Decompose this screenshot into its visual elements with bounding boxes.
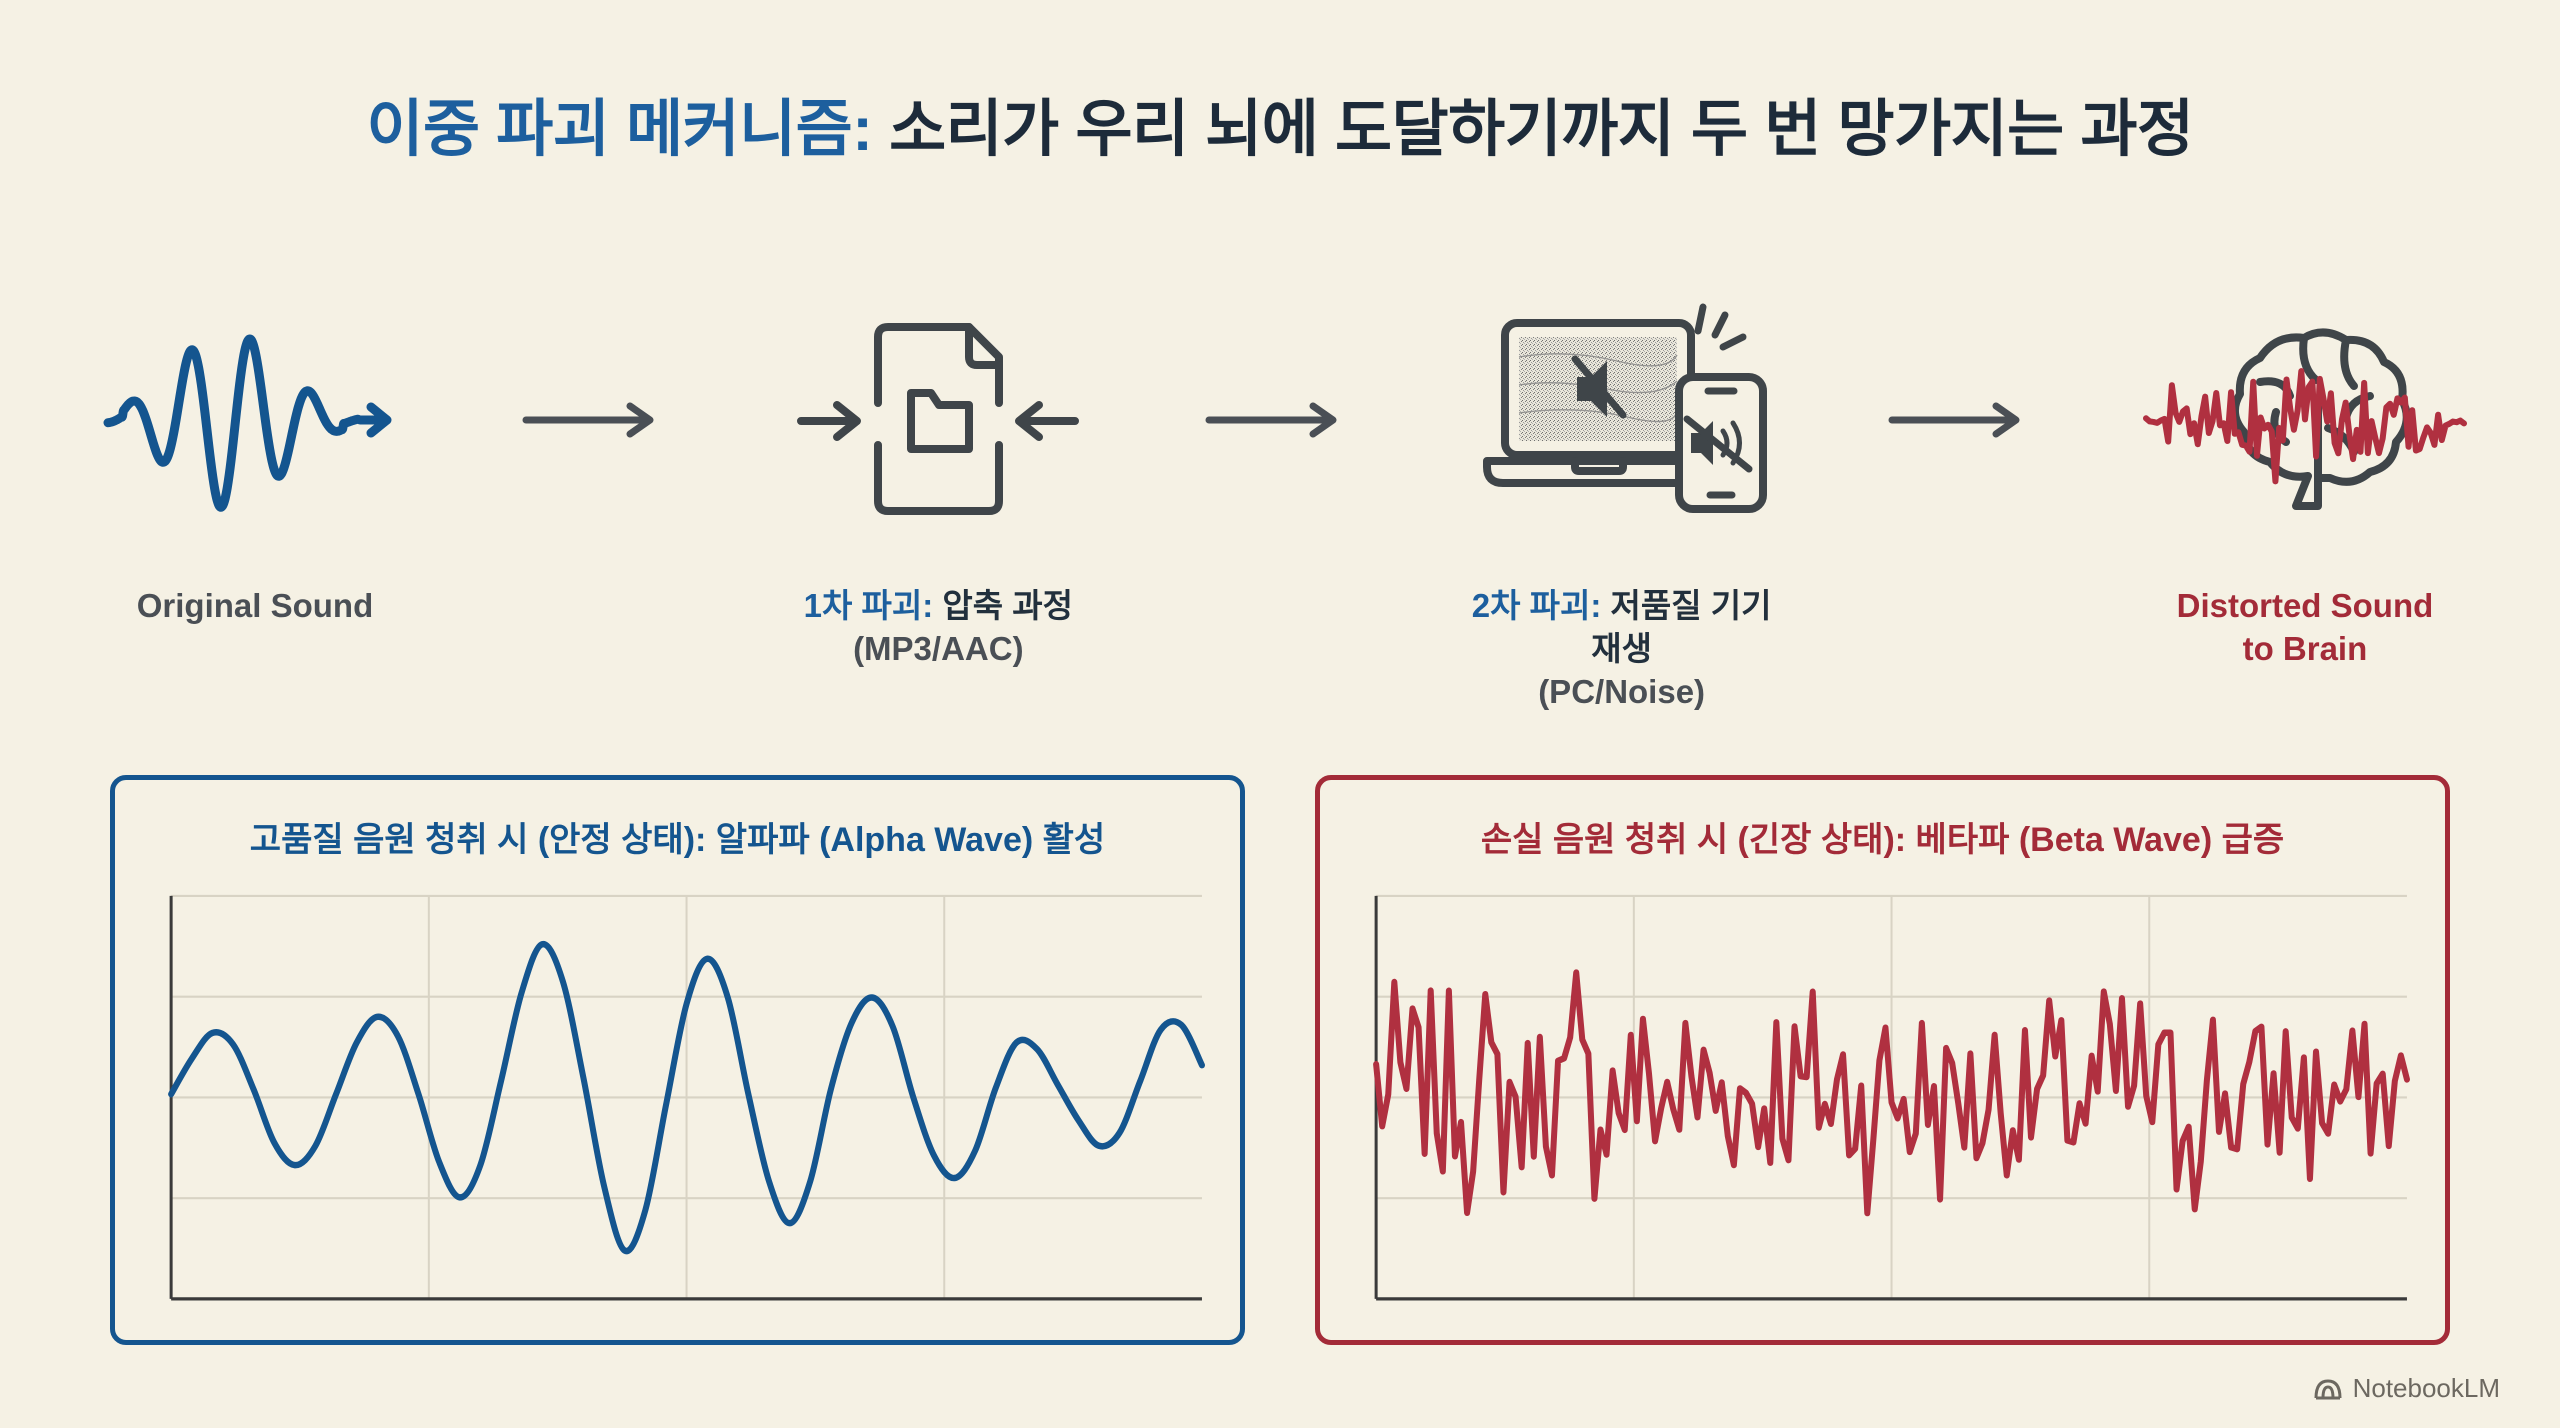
caption-line2: (PC/Noise) <box>1538 672 1706 710</box>
caption-lowquality-device: 2차 파괴: 저품질 기기 재생 (PC/Noise) <box>1457 585 1787 714</box>
caption-accent: 2차 파괴: <box>1471 587 1602 624</box>
beta-panel-title: 손실 음원 청취 시 (긴장 상태): 베타파 (Beta Wave) 급증 <box>1480 821 2285 859</box>
alpha-wave-chart <box>168 894 1205 1301</box>
flow-node-compression <box>773 270 1103 570</box>
sound-wave-arrowhead <box>355 402 392 438</box>
sound-wave-icon <box>103 334 392 512</box>
caption-compression: 1차 파괴: 압축 과정 (MP3/AAC) <box>773 585 1103 671</box>
caption-original-sound: Original Sound <box>90 585 420 628</box>
caption-rest: 저품질 기기 재생 <box>1591 587 1772 667</box>
flow-arrow-1 <box>512 390 682 450</box>
caption-line1: 2차 파괴: 저품질 기기 재생 <box>1457 585 1787 671</box>
flow-node-lowquality-device <box>1457 270 1787 570</box>
caption-accent: 1차 파괴: <box>803 587 934 624</box>
caption-brain: Distorted Sound to Brain <box>2140 585 2470 671</box>
watermark: NotebookLM <box>2313 1373 2500 1404</box>
caption-line2: (MP3/AAC) <box>853 629 1024 667</box>
caption-line1: 1차 파괴: 압축 과정 <box>773 585 1103 628</box>
eeg-panels-row: 고품질 음원 청취 시 (안정 상태): 알파파 (Alpha Wave) 활성… <box>110 775 2450 1345</box>
flow-node-brain <box>2140 270 2470 570</box>
arrow-right-icon <box>1205 402 1337 438</box>
caption-line1: Distorted Sound <box>2176 587 2434 624</box>
arrow-right-icon <box>522 402 654 438</box>
process-flow-row <box>90 270 2470 570</box>
brain-eeg-wave <box>2142 368 2467 485</box>
beta-panel: 손실 음원 청취 시 (긴장 상태): 베타파 (Beta Wave) 급증 <box>1315 775 2450 1345</box>
notebooklm-logo-icon <box>2314 1378 2342 1399</box>
caption-rest: 압축 과정 <box>933 587 1073 624</box>
page-title: 이중 파괴 메커니즘: 소리가 우리 뇌에 도달하기까지 두 번 망가지는 과정 <box>0 78 2560 168</box>
flow-arrow-2 <box>1195 390 1365 450</box>
caption-line1: Original Sound <box>136 587 374 624</box>
watermark-label: NotebookLM <box>2352 1373 2500 1403</box>
flow-captions-row: Original Sound 1차 파괴: 압축 과정 (MP3/AAC) 2차… <box>90 585 2470 710</box>
flow-node-original-sound <box>90 270 420 570</box>
brain-distorted-wave-icon <box>2142 328 2467 510</box>
arrow-right-icon <box>1888 402 2020 438</box>
page-title-rest: 소리가 우리 뇌에 도달하기까지 두 번 망가지는 과정 <box>872 95 2194 164</box>
beta-wave-chart <box>1373 894 2410 1301</box>
laptop-phone-mute-icon <box>1482 303 1767 513</box>
alpha-panel-title: 고품질 음원 청취 시 (안정 상태): 알파파 (Alpha Wave) 활성 <box>249 821 1106 859</box>
alpha-panel: 고품질 음원 청취 시 (안정 상태): 알파파 (Alpha Wave) 활성 <box>110 775 1245 1345</box>
file-compress-icon <box>797 323 1080 515</box>
page-title-accent: 이중 파괴 메커니즘: <box>366 95 873 164</box>
flow-arrow-3 <box>1878 390 2048 450</box>
caption-line2: to Brain <box>2242 629 2368 667</box>
